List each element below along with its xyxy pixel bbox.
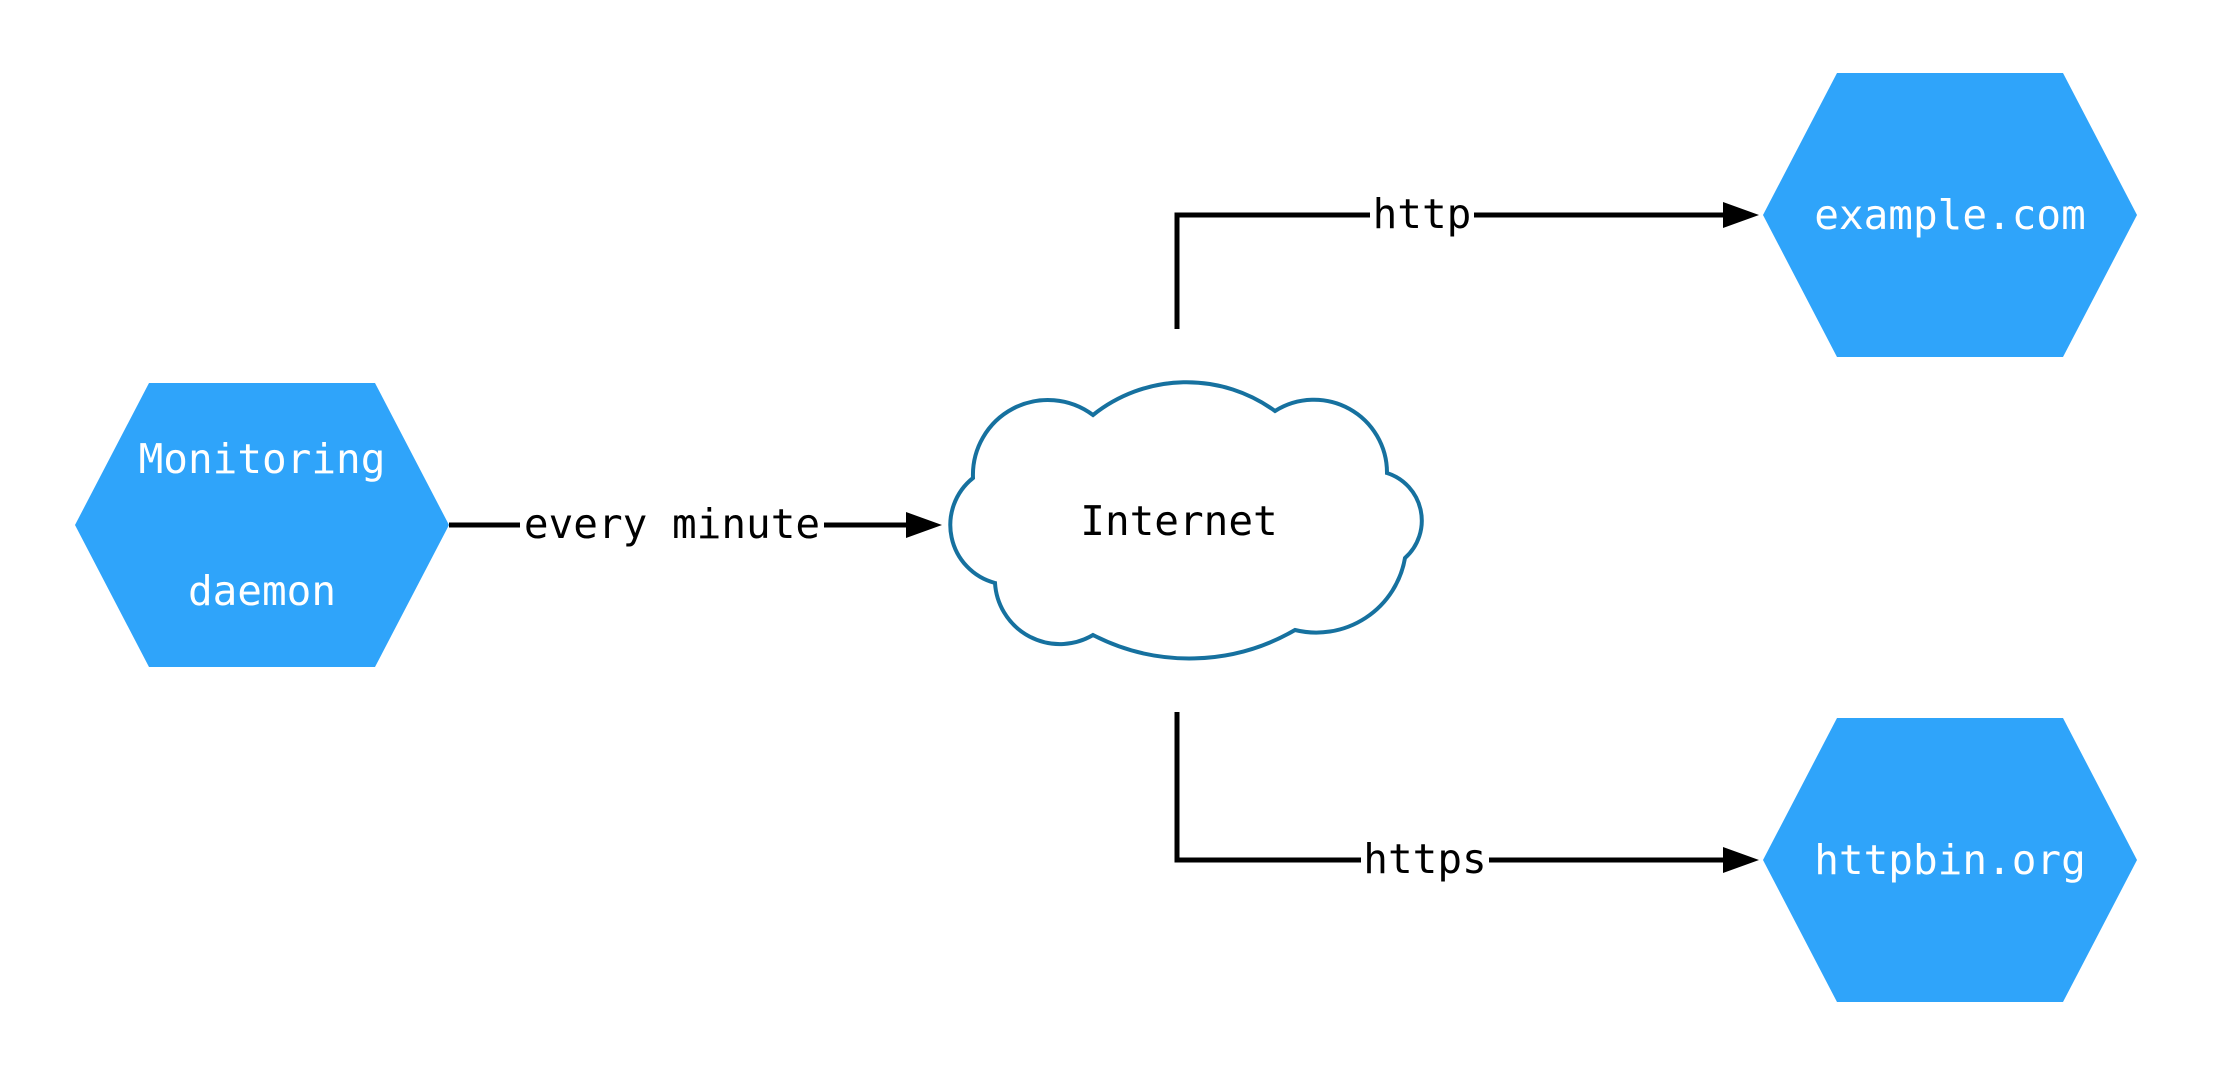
example-com-label: example.com [1814, 191, 2086, 239]
edge-internet-httpbin-segment-1 [1174, 712, 1361, 863]
hexagon-example-com [1763, 73, 2137, 357]
cloud-internet [948, 380, 1424, 661]
arrowhead-internet-example [1723, 202, 1759, 228]
edge-label-https: https [1363, 835, 1487, 883]
arrowhead-internet-httpbin [1723, 847, 1759, 873]
httpbin-org-label: httpbin.org [1814, 836, 2086, 884]
hexagon-monitoring-daemon [75, 383, 449, 667]
monitoring-daemon-label: Monitoring daemon [75, 349, 449, 701]
monitoring-daemon-label-line2: daemon [187, 567, 337, 615]
arrowhead-daemon-internet [906, 512, 942, 538]
monitoring-daemon-label-line1: Monitoring [138, 435, 386, 483]
edge-label-http: http [1372, 190, 1472, 238]
internet-label: Internet [1080, 497, 1278, 545]
edge-label-every-minute: every minute [523, 500, 821, 548]
edge-internet-example-segment-1 [1174, 212, 1370, 329]
hexagon-httpbin-org [1763, 718, 2137, 1002]
